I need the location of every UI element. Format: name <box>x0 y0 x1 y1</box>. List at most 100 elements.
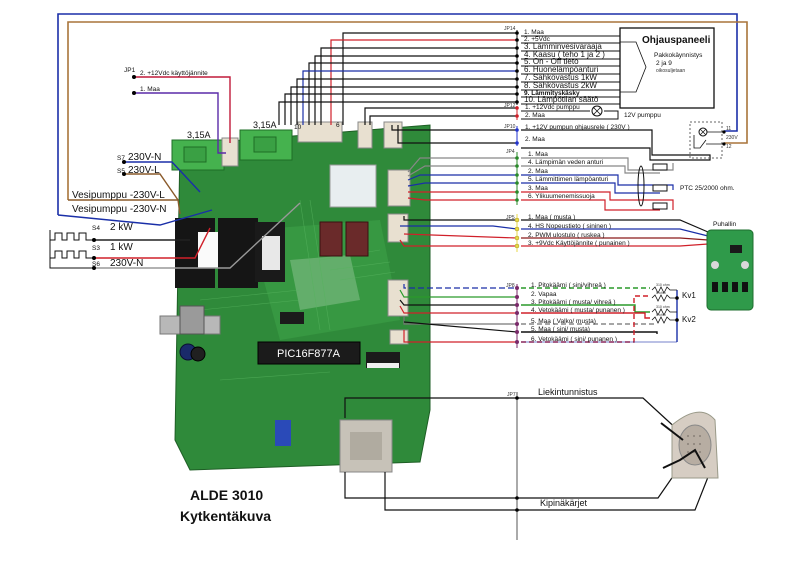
jp5-pin-1: 1. Maa ( musta ) <box>528 214 575 221</box>
diagram-title-model: ALDE 3010 <box>190 487 263 503</box>
s5-terminal: S5 <box>117 168 125 175</box>
kv2-coil-a <box>651 308 677 316</box>
jp14-connector <box>297 121 343 143</box>
relay-pin-12: 12 <box>726 144 732 150</box>
s6-terminal: S6 <box>92 261 100 268</box>
jp4-connector <box>387 169 411 207</box>
jp14-pin-8: 8. Sähkövastus 2kW <box>524 81 597 90</box>
jp14-pin-3: 3. Lämminvesivaraaja <box>524 42 602 51</box>
s4-terminal: S4 <box>92 225 100 232</box>
jp8-wiring <box>399 284 679 348</box>
jp12-pin-2: 2. Maa <box>525 112 545 119</box>
ptc-sensor-1 <box>652 163 668 171</box>
ptc-sensor-2 <box>652 184 668 192</box>
kv1-coil-a <box>651 286 677 294</box>
ptc-sensor-3 <box>652 202 668 210</box>
kv1-coil-b <box>651 294 677 302</box>
jp10-wiring <box>391 121 726 161</box>
control-panel-note-3: oikosuljetaan <box>656 68 685 74</box>
power-relay-2 <box>218 218 258 288</box>
jp5-pin-3: 3. +9Vdc Käyttöjännite ( punainen ) <box>528 240 630 247</box>
kv2-coil-b-value: 5 ohm <box>656 313 666 317</box>
kv1-label: Kv1 <box>682 291 696 300</box>
s7-label: 230V-N <box>128 152 161 163</box>
control-panel-title: Ohjauspaneeli <box>642 35 711 46</box>
s5-label: 230V-L <box>128 165 160 176</box>
fuse2-rating: 3,15A <box>253 120 277 130</box>
fan-label: Puhallin <box>713 221 737 228</box>
control-panel-box <box>619 27 715 109</box>
power-wiring <box>49 160 301 270</box>
jp12-wiring <box>364 105 619 125</box>
jp12-label: JP12 <box>504 103 516 109</box>
ptc-sensors-label: PTC 25/2000 ohm. <box>680 185 735 192</box>
pcb-board: PIC16F877A <box>159 121 431 473</box>
jp14-pin-9: 9. Lämmityskäsky <box>524 90 580 97</box>
jp1-pin-1: 1. Maa <box>140 86 160 93</box>
pump-neutral-label: Vesipumppu -230V-N <box>72 204 167 215</box>
jp10-connector <box>383 121 403 149</box>
pump-device-label: 12V pumppu <box>624 112 661 119</box>
jp4-pin-2: 2. Maa <box>528 168 548 175</box>
jp8-pin-5b: 5. Maa ( sini/ musta) <box>531 326 590 333</box>
jp7-wiring <box>344 392 719 540</box>
jp7-label: JP7 <box>507 392 516 398</box>
jp5-pin-2: 2. PWM ulostulo ( ruskea ) <box>528 232 605 239</box>
jp5-connector <box>387 213 409 243</box>
outer-loop-wires <box>57 13 748 215</box>
jp14-label: JP14 <box>504 26 516 32</box>
jp10-pin-2: 2. Maa <box>525 136 545 143</box>
jp8-pin-3: 3. Pitokäämi ( musta/ vihreä ) <box>531 299 616 306</box>
jp4-pin-6: 6. Ylikuumenemissuoja <box>528 193 595 200</box>
jp10-pin-1: 1. +12V pumpun ohjausrele ( 230V ) <box>525 124 630 131</box>
s3-terminal: S3 <box>92 245 100 252</box>
s3-label: 1 kW <box>110 242 133 253</box>
jp14-pin-5: 5. On - Off tieto <box>524 57 579 66</box>
jp14-pin-6: 6. Huonelämpöanturi <box>524 65 598 74</box>
wire-blue-neutral-loop <box>57 13 738 215</box>
jp10-label: JP10 <box>504 124 516 130</box>
jp12-pin-1: 1. +12Vdc pumppu <box>525 104 580 111</box>
header-pin-10: 10 <box>294 124 302 131</box>
flame-detection-label: Liekintunnistus <box>538 387 598 397</box>
jp8-pin-2: 2. Vapaa <box>531 291 557 298</box>
jp4-pin-3: 3. Maa <box>528 185 548 192</box>
s6-label: 230V-N <box>110 258 143 269</box>
relay-k1 <box>319 221 343 257</box>
jp14-pin-2: 2. +5Vdc <box>524 36 551 43</box>
jp14-wiring <box>278 30 620 125</box>
capacitor-2 <box>190 346 206 362</box>
spark-electrodes-label: Kipinäkärjet <box>540 498 588 508</box>
relay-pin-11: 11 <box>726 126 731 132</box>
jp4-pin-1: 1. Maa <box>528 151 548 158</box>
jp8-label: JP8 <box>506 283 515 289</box>
diagram-title-subtitle: Kytkentäkuva <box>180 508 271 524</box>
kv2-coil-b <box>651 316 677 324</box>
relay-k2 <box>345 221 369 257</box>
kv2-label: Kv2 <box>682 315 696 324</box>
wire-brown-line-loop <box>67 21 748 200</box>
jp1-pin-2: 2. +12Vdc käyttöjännite <box>140 70 208 77</box>
jp8-pin-4: 4. Vetokäämi ( musta/ punanen ) <box>531 307 625 314</box>
jp4-pin-5: 5. Lämmittimen lämpöanturi <box>528 176 608 183</box>
jp5-pin-4: 4. HS Nopeustieto ( sininen ) <box>528 223 611 230</box>
jp14-pin-1: 1. Maa <box>524 29 544 36</box>
jp8-connector <box>387 279 409 317</box>
kv2-coil-a-value: 310 ohm <box>656 305 670 309</box>
control-module <box>329 164 377 208</box>
jp14-pin-10: 10. Lämpötilan säätö <box>524 95 599 104</box>
jp14-pin-4: 4. Kaasu ( teho 1 ja 2 ) <box>524 50 605 59</box>
pump-line-label: Vesipumppu -230V-L <box>72 190 165 201</box>
jp4-label: JP4 <box>506 149 515 155</box>
header-pin-6: 6 <box>336 122 340 129</box>
control-panel-note-2: 2 ja 9 <box>656 60 672 67</box>
relay-voltage: 230V <box>726 135 738 141</box>
jp1-wiring <box>132 75 231 154</box>
control-panel-note-1: Pakkokäynnistys <box>654 52 703 59</box>
fuse1-rating: 3,15A <box>187 130 211 140</box>
trimmer-blue <box>275 420 291 446</box>
kv1-coil-a-value: 310 ohm <box>656 283 670 287</box>
kv1-coil-b-value: 5 ohm <box>656 291 666 295</box>
jp4-pin-4: 4. Lämpimän veden anturi <box>528 159 603 166</box>
